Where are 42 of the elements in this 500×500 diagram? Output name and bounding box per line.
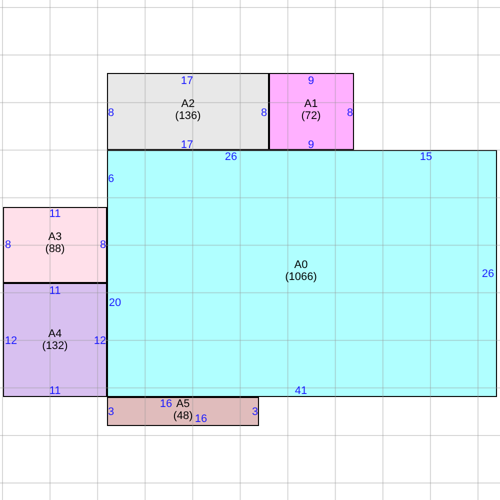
room-area bbox=[107, 150, 497, 397]
dimension-label: 15 bbox=[420, 151, 432, 163]
room-area bbox=[269, 73, 354, 150]
dimension-label: 11 bbox=[49, 285, 61, 297]
dimension-label: 20 bbox=[108, 297, 122, 309]
dimension-label: 11 bbox=[49, 385, 61, 397]
dimension-label: 8 bbox=[346, 107, 354, 119]
room-area bbox=[3, 207, 107, 283]
dimension-label: 9 bbox=[308, 75, 314, 87]
dimension-label: 17 bbox=[180, 75, 194, 87]
area-name: A4 bbox=[48, 328, 62, 340]
dimension-label: 3 bbox=[108, 406, 114, 418]
dimension-label: 12 bbox=[4, 335, 18, 347]
area-name: A3 bbox=[48, 231, 62, 243]
area-name: A5 bbox=[176, 398, 190, 410]
dimension-label: 41 bbox=[294, 385, 308, 397]
dimension-label: 9 bbox=[308, 139, 314, 151]
dimension-label: 6 bbox=[108, 173, 114, 185]
dimension-label: 8 bbox=[260, 107, 268, 119]
area-value: (136) bbox=[175, 110, 201, 122]
area-value: (88) bbox=[45, 243, 65, 255]
area-name: A1 bbox=[304, 98, 318, 110]
dimension-label: 8 bbox=[100, 239, 106, 251]
dimension-label: 17 bbox=[180, 139, 194, 151]
dimension-label: 16 bbox=[160, 398, 172, 410]
dimension-label: 26 bbox=[482, 268, 494, 280]
room-area bbox=[3, 283, 107, 397]
area-value: (1066) bbox=[285, 271, 317, 283]
dimension-label: 8 bbox=[4, 239, 12, 251]
dimension-label: 3 bbox=[252, 406, 258, 418]
dimension-label: 8 bbox=[108, 107, 114, 119]
dimension-label: 11 bbox=[49, 208, 61, 220]
room-area bbox=[107, 73, 269, 150]
area-name: A2 bbox=[181, 98, 195, 110]
area-value: (48) bbox=[173, 410, 193, 422]
room-area bbox=[107, 397, 259, 426]
area-name: A0 bbox=[294, 259, 308, 271]
area-value: (72) bbox=[301, 110, 321, 122]
dimension-label: 16 bbox=[194, 413, 208, 425]
area-value: (132) bbox=[42, 340, 68, 352]
dimension-label: 12 bbox=[94, 335, 106, 347]
dimension-label: 26 bbox=[224, 151, 238, 163]
